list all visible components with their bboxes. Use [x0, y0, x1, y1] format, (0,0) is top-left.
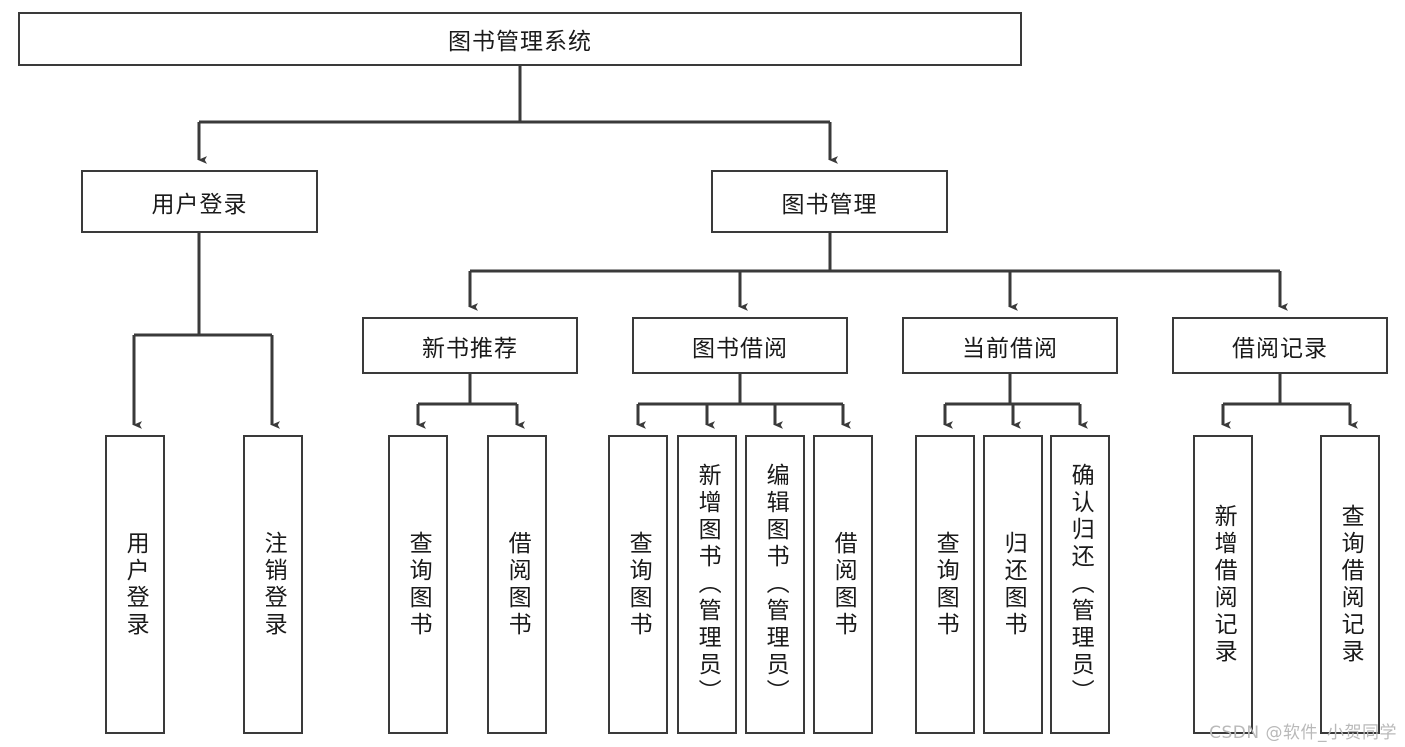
- node-label: 当前借阅: [962, 335, 1058, 362]
- node-label: 用户登录: [151, 191, 248, 218]
- node-label: 新增借阅记录: [1210, 503, 1237, 666]
- node-label: 查询图书: [625, 530, 652, 639]
- node-label: 图书管理系统: [448, 29, 592, 55]
- leaf-confirm-return-admin[interactable]: 确认归还（管理员）: [1050, 435, 1110, 734]
- node-label: 借阅图书: [830, 530, 857, 639]
- node-label: 借阅图书: [504, 530, 531, 639]
- node-label: 新增图书（管理员）: [694, 463, 721, 706]
- leaf-query-book-bb[interactable]: 查询图书: [608, 435, 668, 734]
- leaf-edit-book-admin[interactable]: 编辑图书（管理员）: [745, 435, 805, 734]
- node-label: 确认归还（管理员）: [1067, 463, 1094, 706]
- leaf-query-book-nbr[interactable]: 查询图书: [388, 435, 448, 734]
- node-label: 注销登录: [260, 530, 287, 639]
- node-label: 查询图书: [932, 530, 959, 639]
- node-book-borrow[interactable]: 图书借阅: [632, 317, 848, 374]
- node-new-book-recommend[interactable]: 新书推荐: [362, 317, 578, 374]
- node-label: 图书管理: [781, 191, 878, 218]
- node-label: 借阅记录: [1232, 335, 1328, 362]
- node-borrow-record[interactable]: 借阅记录: [1172, 317, 1388, 374]
- node-label: 用户登录: [122, 530, 149, 639]
- node-label: 查询图书: [405, 530, 432, 639]
- leaf-return-book[interactable]: 归还图书: [983, 435, 1043, 734]
- leaf-borrow-book-bb[interactable]: 借阅图书: [813, 435, 873, 734]
- node-current-borrow[interactable]: 当前借阅: [902, 317, 1118, 374]
- leaf-query-book-cb[interactable]: 查询图书: [915, 435, 975, 734]
- node-label: 查询借阅记录: [1337, 503, 1364, 666]
- leaf-query-borrow-record[interactable]: 查询借阅记录: [1320, 435, 1380, 734]
- leaf-user-login[interactable]: 用户登录: [105, 435, 165, 734]
- node-book-management[interactable]: 图书管理: [711, 170, 948, 233]
- leaf-logout[interactable]: 注销登录: [243, 435, 303, 734]
- node-label: 图书借阅: [692, 335, 788, 362]
- leaf-add-borrow-record[interactable]: 新增借阅记录: [1193, 435, 1253, 734]
- leaf-borrow-book-nbr[interactable]: 借阅图书: [487, 435, 547, 734]
- node-root-system[interactable]: 图书管理系统: [18, 12, 1022, 66]
- leaf-add-book-admin[interactable]: 新增图书（管理员）: [677, 435, 737, 734]
- node-label: 归还图书: [1000, 530, 1027, 639]
- csdn-watermark: CSDN @软件_小贺同学: [1209, 723, 1397, 743]
- node-user-login[interactable]: 用户登录: [81, 170, 318, 233]
- node-label: 编辑图书（管理员）: [762, 463, 789, 706]
- node-label: 新书推荐: [422, 335, 518, 362]
